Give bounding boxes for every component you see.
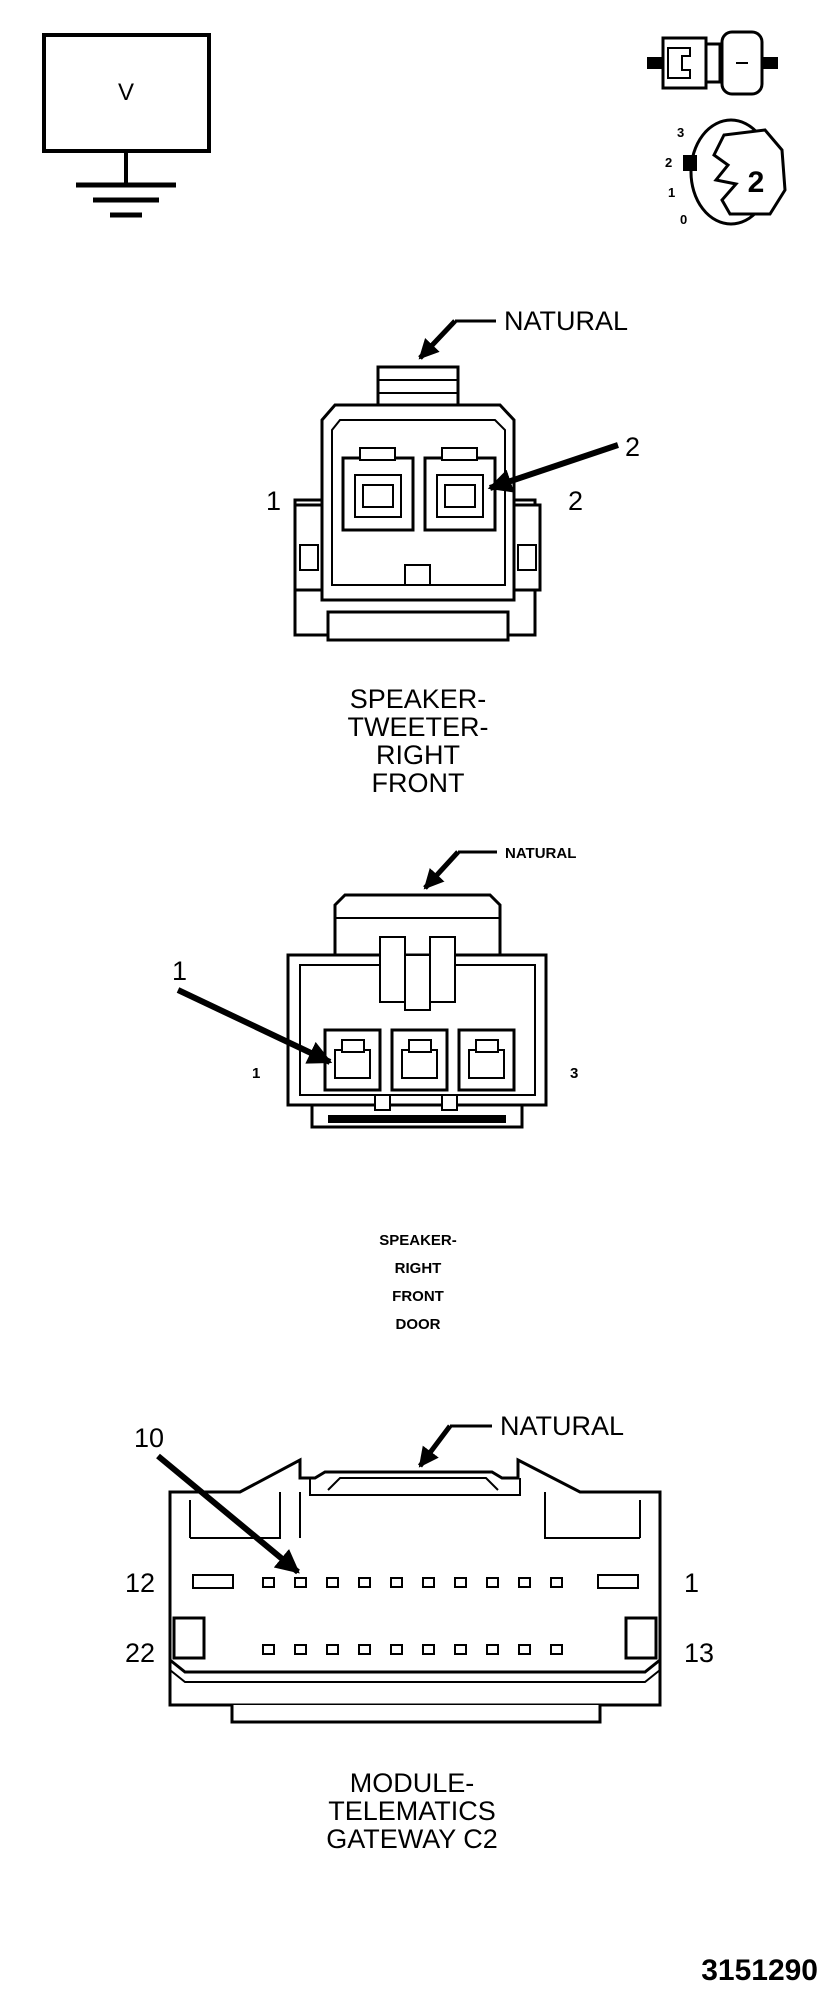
voltmeter-box [42, 33, 211, 153]
connector-module-telematics-gateway-c2: NATURAL [125, 1411, 714, 1854]
ignition-position-3: 3 [677, 125, 684, 140]
caption-line: FRONT [372, 768, 465, 798]
pin-label-right: 2 [568, 486, 583, 516]
pin-label-top-right: 1 [684, 1568, 699, 1598]
color-callout: NATURAL [504, 306, 628, 336]
caption-line: RIGHT [395, 1260, 442, 1277]
caption-line: DOOR [396, 1316, 441, 1333]
voltmeter-symbol: V [42, 33, 211, 218]
connector-tweeter-right-front: NATURAL 2 1 2 SPEAKER- TWEETER [266, 306, 640, 798]
color-callout: NATURAL [500, 1411, 624, 1441]
connector-plug-icon [647, 30, 778, 96]
pin-label-left: 1 [266, 486, 281, 516]
voltmeter-label: V [118, 79, 134, 106]
caption-line: FRONT [392, 1288, 444, 1305]
ignition-position-2: 2 [665, 155, 672, 170]
caption-line: SPEAKER- [350, 684, 487, 714]
terminal-row-2 [262, 1644, 563, 1655]
arrow-pin-label: 10 [134, 1423, 164, 1453]
ignition-position-1: 1 [668, 185, 675, 200]
caption-line: GATEWAY C2 [326, 1824, 498, 1854]
ignition-key-icon: 3 2 1 0 2 [665, 118, 787, 227]
caption-line: TWEETER- [348, 712, 489, 742]
ignition-position-0: 0 [680, 212, 687, 227]
ground-icon [76, 182, 176, 218]
pin-label-right: 3 [570, 1065, 578, 1082]
document-number: 3151290 [701, 1954, 818, 1987]
caption-line: TELEMATICS [328, 1796, 496, 1826]
color-callout: NATURAL [505, 845, 576, 862]
terminal-row-1 [262, 1577, 563, 1588]
arrow-pin-label: 2 [625, 432, 640, 462]
pin-label-left: 1 [252, 1065, 260, 1082]
caption-line: SPEAKER- [379, 1232, 457, 1249]
pin-label-bottom-left: 22 [125, 1638, 155, 1668]
caption-line: RIGHT [376, 740, 460, 770]
pin-label-top-left: 12 [125, 1568, 155, 1598]
ignition-selected: 2 [748, 166, 765, 199]
connector-speaker-right-front-door: NATURAL 1 1 3 SPEAKER- RIGHT FR [172, 845, 578, 1333]
pin-label-bottom-right: 13 [684, 1638, 714, 1668]
arrow-pin-label: 1 [172, 956, 187, 986]
caption-line: MODULE- [350, 1768, 475, 1798]
